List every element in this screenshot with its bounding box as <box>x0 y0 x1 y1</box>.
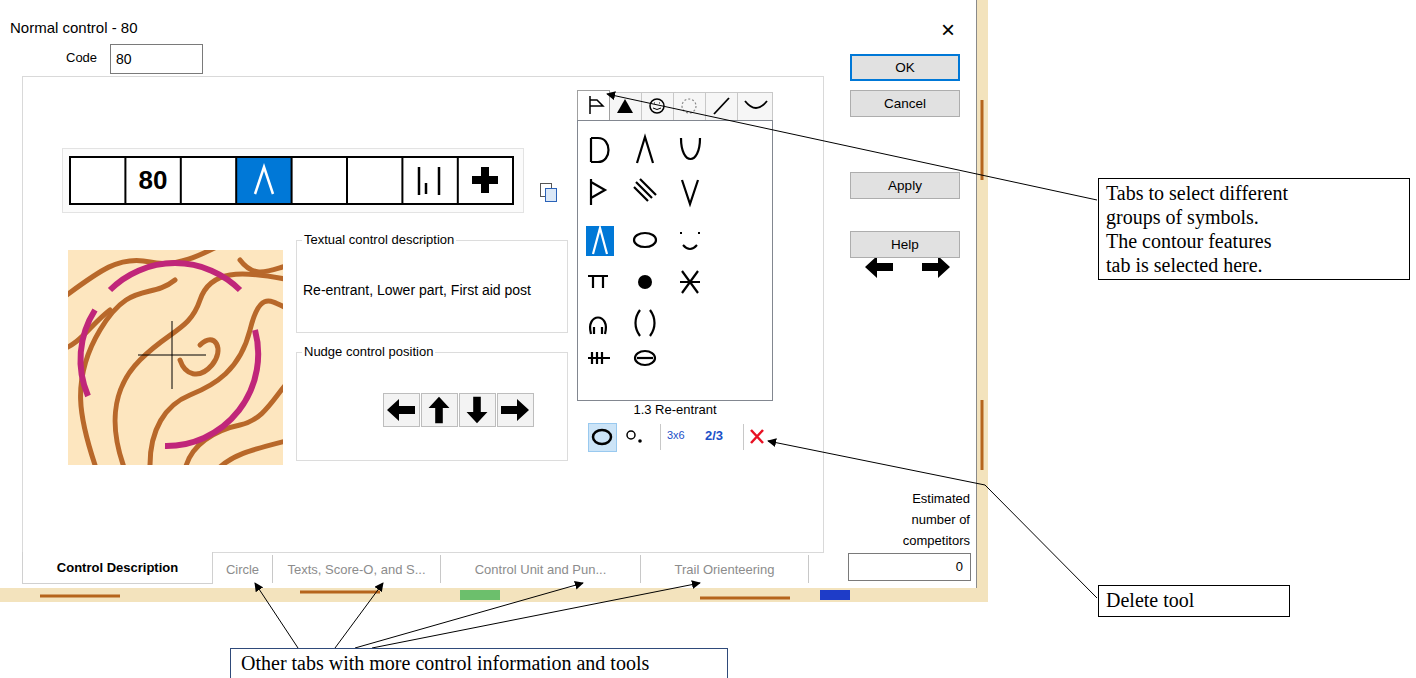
field-value: 80 <box>116 51 132 67</box>
dialog-tab: Control Unit and Pun... <box>441 555 641 583</box>
copy-icon <box>541 184 557 202</box>
group-label: Nudge control position <box>302 344 435 359</box>
push-button: Apply <box>850 172 960 199</box>
dialog-tab: Control Description <box>22 552 213 584</box>
button-label: Apply <box>888 178 922 193</box>
button-label: Texts, Score-O, and S... <box>288 562 426 577</box>
group-box <box>297 353 568 461</box>
callout-box: Tabs to select different groups of symbo… <box>1098 178 1410 280</box>
leader-lines <box>607 94 1097 598</box>
tool-icon: 3x6 <box>667 429 685 441</box>
callout-text: Other tabs with more control information… <box>241 651 717 675</box>
button-label: Control Unit and Pun... <box>475 562 607 577</box>
callout-box: Delete tool <box>1098 585 1290 617</box>
callout-text: Delete tool <box>1106 588 1282 612</box>
symbol-name: 1.3 Re-entrant <box>600 402 750 417</box>
callout-arrow <box>335 583 383 648</box>
nudge-arrows <box>384 394 534 427</box>
button-label: Control Description <box>57 560 178 575</box>
close-button: × <box>941 16 955 44</box>
callout-text: Tabs to select different groups of symbo… <box>1106 181 1296 229</box>
group-label: Textual control description <box>302 232 456 247</box>
callout-arrow <box>355 583 583 648</box>
dialog-window <box>0 0 976 588</box>
tab-panel <box>23 77 824 553</box>
field-value: 0 <box>900 559 963 574</box>
dialog-tab: Trail Orienteering <box>641 555 809 583</box>
callout-arrow <box>372 583 700 648</box>
dialog-tab: Texts, Score-O, and S... <box>273 555 441 583</box>
window-title: Normal control - 80 <box>10 19 138 36</box>
map-strip <box>0 0 988 602</box>
symbol-tabs <box>578 91 773 121</box>
description-strip <box>63 149 524 213</box>
button-label: Circle <box>226 562 259 577</box>
field-label: Estimated number of competitors <box>870 488 970 551</box>
push-button: Cancel <box>850 90 960 117</box>
push-button: Help <box>850 231 960 258</box>
tool-icon: 2/3 <box>705 428 723 443</box>
push-button: OK <box>850 54 960 81</box>
description-text: Re-entrant, Lower part, First aid post <box>303 279 548 301</box>
button-label: OK <box>895 60 915 75</box>
map-preview <box>68 250 283 465</box>
tool-icons <box>589 424 764 452</box>
field-label: Code <box>66 50 97 65</box>
button-label: Help <box>891 237 919 252</box>
callout-arrow <box>255 583 298 648</box>
dialog-tab: Circle <box>213 555 273 583</box>
callout-text: The contour features tab is selected her… <box>1106 229 1296 277</box>
control-code: 80 <box>125 165 181 196</box>
callout-box: Other tabs with more control information… <box>230 648 728 678</box>
button-label: Cancel <box>884 96 926 111</box>
count-box <box>849 554 971 581</box>
window-edge <box>976 0 977 588</box>
symbol-list <box>578 121 773 401</box>
code-input <box>111 45 203 74</box>
group-box <box>297 241 568 333</box>
button-label: Trail Orienteering <box>675 562 775 577</box>
prev-next-arrows <box>865 256 950 278</box>
